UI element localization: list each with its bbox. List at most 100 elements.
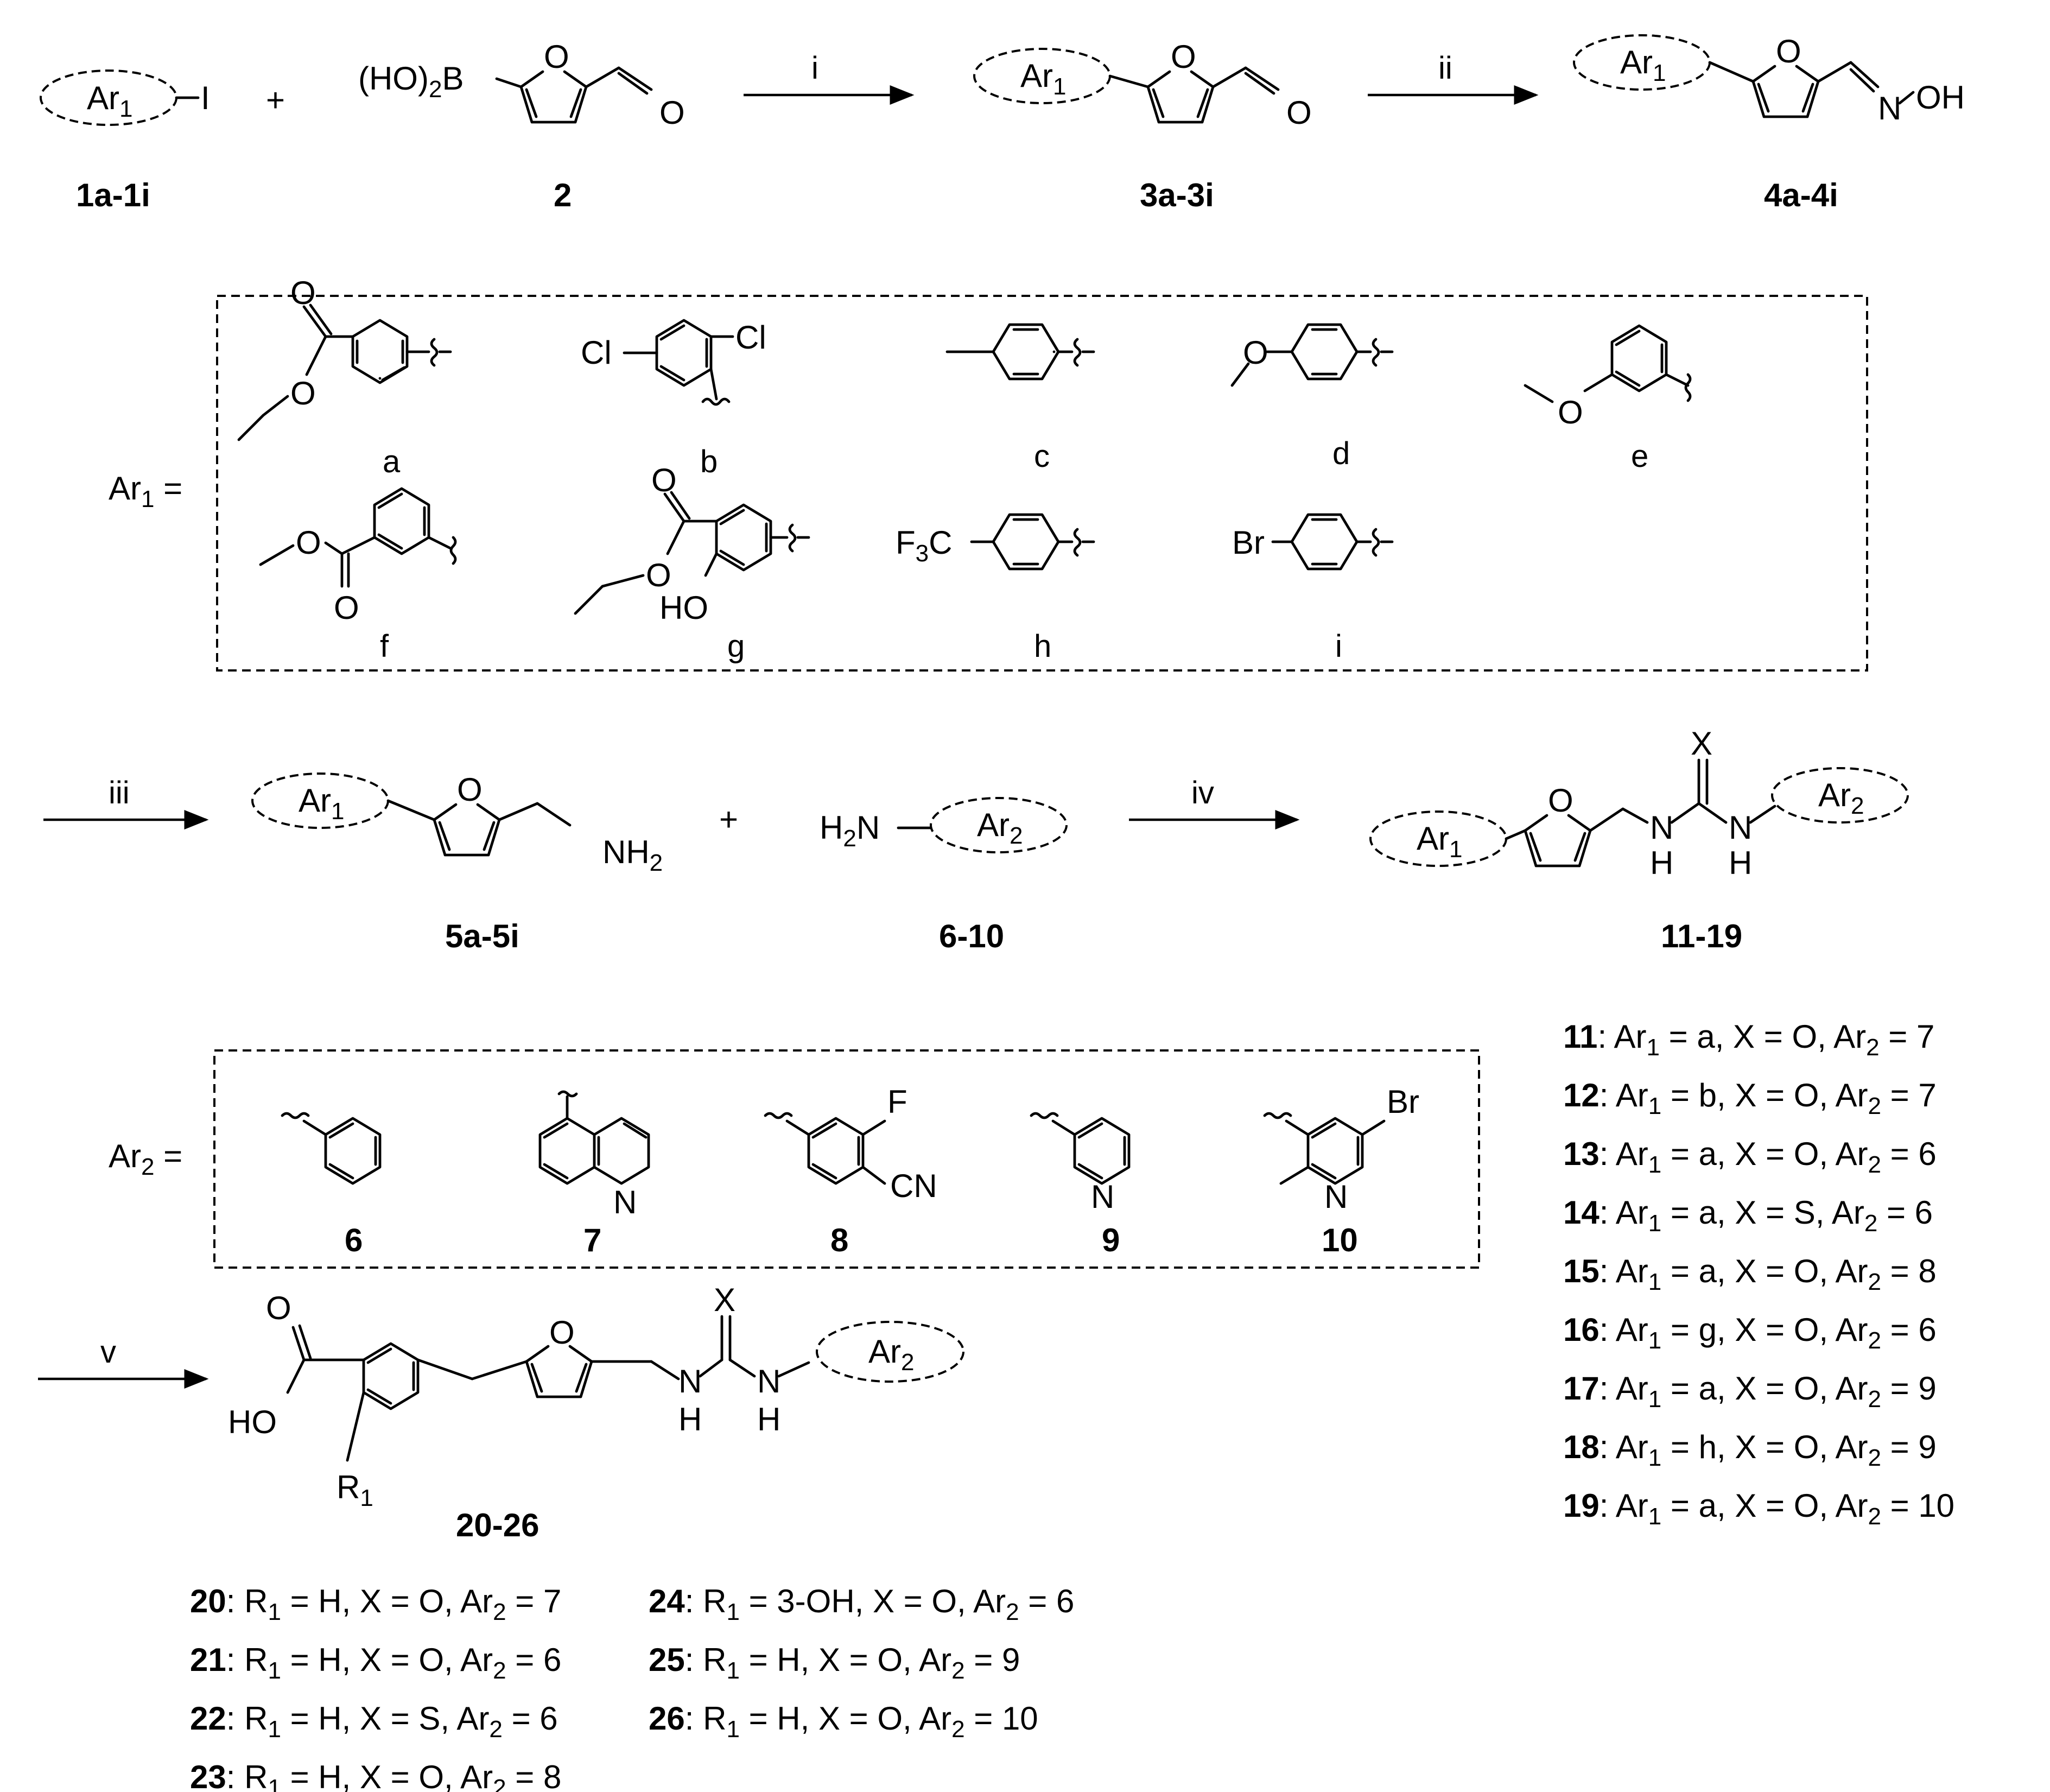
- ar2-structure-8: F CN: [764, 1084, 937, 1204]
- svg-text:CN: CN: [890, 1168, 937, 1204]
- compound-20-26-structure: O HO R1 O N H X N H Ar2: [228, 1282, 964, 1511]
- ar1-letter-c: c: [1034, 439, 1050, 474]
- svg-text:Ar2: Ar2: [868, 1333, 914, 1376]
- svg-text:N: N: [1650, 809, 1673, 846]
- svg-text:O: O: [659, 94, 685, 131]
- svg-text:O: O: [457, 771, 483, 808]
- svg-text:O: O: [296, 524, 321, 561]
- reagent-label-i: i: [811, 50, 818, 86]
- svg-text:O: O: [1171, 39, 1196, 75]
- definition-22: 22: R1 = H, X = S, Ar2 = 6: [190, 1700, 558, 1743]
- svg-text:Cl: Cl: [581, 334, 612, 371]
- svg-text:Ar1: Ar1: [299, 782, 344, 825]
- definition-24: 24: R1 = 3-OH, X = O, Ar2 = 6: [649, 1583, 1074, 1625]
- ar1-structure-e: O: [1524, 324, 1692, 430]
- compound-4-structure: Ar1 O N OH: [1573, 33, 1965, 126]
- compound-3-structure: Ar1 O O: [973, 39, 1312, 131]
- definition-19: 19: Ar1 = a, X = O, Ar2 = 10: [1563, 1487, 1954, 1530]
- svg-text:Ar2: Ar2: [1818, 777, 1864, 819]
- svg-text:Ar1: Ar1: [1020, 58, 1066, 100]
- svg-text:O: O: [549, 1314, 575, 1351]
- svg-text:H: H: [1729, 845, 1752, 881]
- svg-text:Ar1: Ar1: [87, 80, 132, 122]
- svg-text:N: N: [757, 1363, 780, 1400]
- svg-text:I: I: [201, 80, 210, 116]
- plus-sign-2: +: [719, 801, 738, 838]
- ar2-number-7: 7: [583, 1222, 601, 1258]
- ar2-structure-9: N: [1030, 1112, 1131, 1215]
- svg-text:Br: Br: [1387, 1084, 1419, 1120]
- ar1-structure-f: O O: [259, 487, 457, 626]
- svg-text:O: O: [1286, 94, 1312, 131]
- ar1-structure-d: O: [1230, 323, 1394, 387]
- definition-11: 11: Ar1 = a, X = O, Ar2 = 7: [1563, 1018, 1934, 1061]
- svg-text:X: X: [1691, 725, 1712, 762]
- compound-label-4: 4a-4i: [1764, 177, 1838, 213]
- svg-text:O: O: [544, 39, 569, 75]
- svg-text:Ar1: Ar1: [1417, 820, 1462, 863]
- svg-text:N: N: [678, 1363, 702, 1400]
- ar1-structure-i: Br: [1232, 513, 1394, 571]
- svg-text:O: O: [266, 1290, 291, 1326]
- definition-21: 21: R1 = H, X = O, Ar2 = 6: [190, 1642, 561, 1684]
- definitions-11-19: 11: Ar1 = a, X = O, Ar2 = 7 12: Ar1 = b, …: [1563, 1018, 1954, 1530]
- svg-text:(HO)2B: (HO)2B: [358, 60, 464, 103]
- svg-text:H: H: [1650, 845, 1673, 881]
- ar1-structure-b: Cl Cl: [581, 319, 766, 406]
- compound-11-19-structure: Ar1 O N H X N H Ar2: [1369, 725, 1909, 881]
- svg-text:X: X: [714, 1282, 735, 1318]
- ar2-definition-box: [213, 1049, 1480, 1269]
- ar1-letter-d: d: [1332, 436, 1350, 471]
- svg-text:F: F: [887, 1084, 907, 1120]
- svg-text:O: O: [1243, 334, 1268, 371]
- svg-text:HO: HO: [659, 590, 708, 626]
- svg-text:O: O: [1558, 394, 1583, 430]
- definition-12: 12: Ar1 = b, X = O, Ar2 = 7: [1563, 1077, 1937, 1119]
- reagent-label-iii: iii: [109, 775, 130, 810]
- definition-26: 26: R1 = H, X = O, Ar2 = 10: [649, 1700, 1038, 1743]
- svg-text:H2N: H2N: [820, 809, 880, 852]
- definition-16: 16: Ar1 = g, X = O, Ar2 = 6: [1563, 1312, 1937, 1354]
- definition-15: 15: Ar1 = a, X = O, Ar2 = 8: [1563, 1253, 1937, 1295]
- definition-25: 25: R1 = H, X = O, Ar2 = 9: [649, 1642, 1020, 1684]
- ar2-number-9: 9: [1102, 1222, 1120, 1258]
- ar2-number-8: 8: [830, 1222, 848, 1258]
- compound-label-11-19: 11-19: [1661, 918, 1742, 954]
- ar1-letter-a: a: [383, 444, 401, 479]
- svg-text:N: N: [1878, 90, 1901, 126]
- svg-text:Ar2: Ar2: [977, 807, 1023, 849]
- ar2-number-10: 10: [1322, 1222, 1358, 1258]
- svg-text:N: N: [613, 1184, 637, 1220]
- compound-6-10-amine: H2N Ar2: [820, 797, 1068, 853]
- ar1-letter-e: e: [1631, 439, 1648, 474]
- svg-text:H: H: [678, 1401, 702, 1438]
- compound-label-2: 2: [554, 177, 572, 213]
- ar1-letter-b: b: [700, 444, 718, 479]
- svg-text:NH2: NH2: [602, 834, 663, 876]
- svg-text:N: N: [1324, 1179, 1348, 1215]
- compound-label-3: 3a-3i: [1140, 177, 1214, 213]
- svg-text:N: N: [1091, 1179, 1114, 1215]
- svg-text:R1: R1: [337, 1469, 373, 1511]
- svg-text:O: O: [646, 557, 671, 593]
- definition-20: 20: R1 = H, X = O, Ar2 = 7: [190, 1583, 561, 1625]
- definition-17: 17: Ar1 = a, X = O, Ar2 = 9: [1563, 1370, 1937, 1413]
- definitions-20-26: 20: R1 = H, X = O, Ar2 = 7 21: R1 = H, X …: [190, 1583, 1074, 1792]
- svg-text:F3C: F3C: [896, 524, 952, 567]
- reagent-label-ii: ii: [1438, 50, 1452, 86]
- svg-text:O: O: [1776, 33, 1801, 69]
- ar2-number-6: 6: [345, 1222, 363, 1258]
- ar2-structure-7: N: [538, 1090, 650, 1220]
- definition-23: 23: R1 = H, X = O, Ar2 = 8: [190, 1759, 561, 1792]
- svg-text:H: H: [757, 1401, 780, 1438]
- ar1-letter-i: i: [1335, 629, 1342, 664]
- compound-5-structure: Ar1 O NH2: [251, 771, 663, 876]
- ar1-definition-box: [216, 295, 1868, 672]
- definition-14: 14: Ar1 = a, X = S, Ar2 = 6: [1563, 1194, 1933, 1237]
- svg-text:O: O: [651, 462, 677, 498]
- svg-text:Ar1: Ar1: [1620, 44, 1666, 86]
- compound-label-5: 5a-5i: [445, 918, 519, 954]
- ar2-structure-10: Br N: [1263, 1084, 1419, 1215]
- svg-text:O: O: [290, 375, 316, 411]
- svg-text:OH: OH: [1916, 79, 1965, 116]
